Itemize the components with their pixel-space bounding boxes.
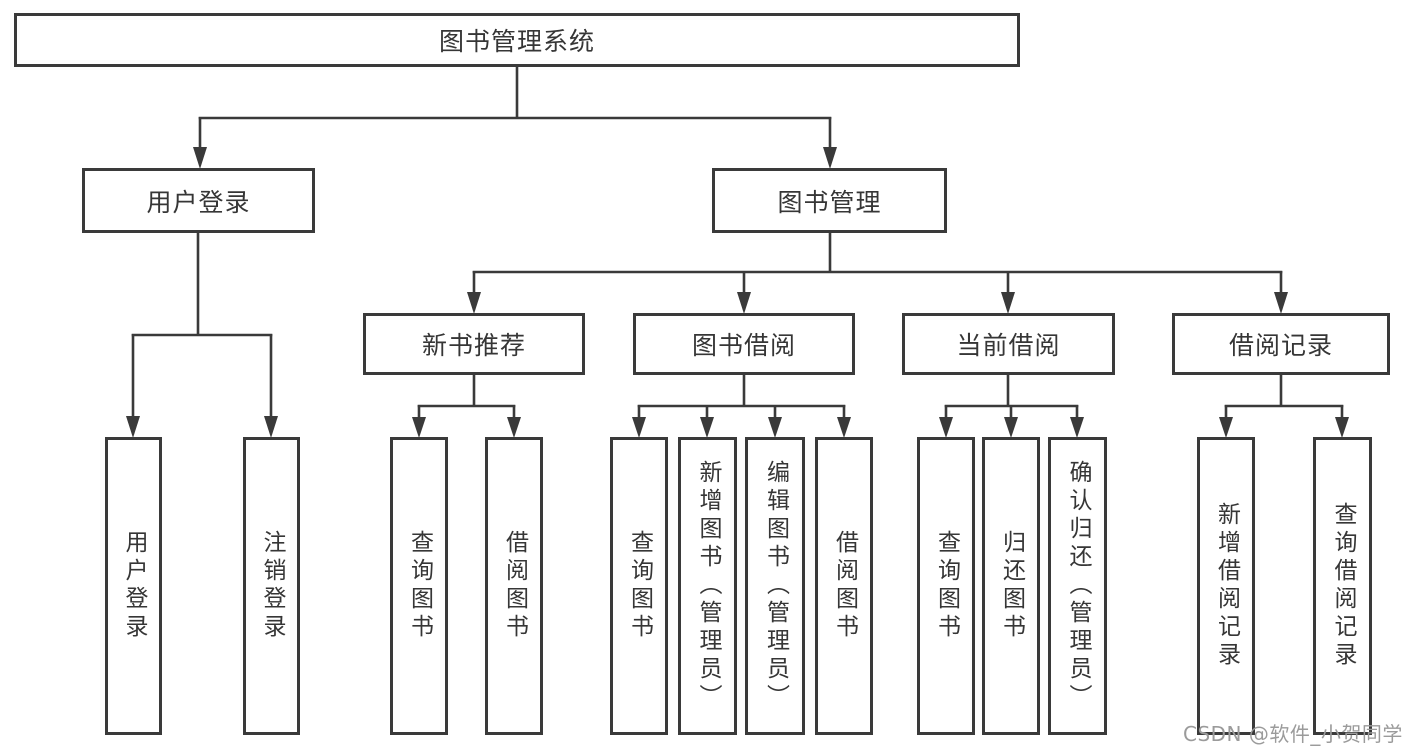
leaf-edit-books-admin: 编辑图书（管理员）	[745, 437, 805, 735]
leaf-logout: 注销登录	[243, 437, 300, 735]
leaf-borrow-books: 借阅图书	[815, 437, 873, 735]
node-user-login: 用户登录	[82, 168, 315, 233]
node-new-book-recommend: 新书推荐	[363, 313, 585, 375]
node-current-borrow: 当前借阅	[902, 313, 1115, 375]
node-book-management: 图书管理	[712, 168, 947, 233]
leaf-add-borrow-record: 新增借阅记录	[1197, 437, 1255, 735]
leaf-confirm-return-admin: 确认归还（管理员）	[1048, 437, 1107, 735]
leaf-query-books-current: 查询图书	[917, 437, 975, 735]
csdn-watermark: CSDN @软件_小贺同学	[1183, 722, 1403, 746]
leaf-query-books-recommend: 查询图书	[390, 437, 448, 735]
leaf-query-borrow-record: 查询借阅记录	[1313, 437, 1372, 735]
leaf-user-login: 用户登录	[105, 437, 162, 735]
node-borrow-records: 借阅记录	[1172, 313, 1390, 375]
node-library-system: 图书管理系统	[14, 13, 1020, 67]
leaf-borrow-books-recommend: 借阅图书	[485, 437, 543, 735]
leaf-return-books: 归还图书	[982, 437, 1040, 735]
leaf-query-books-borrow: 查询图书	[610, 437, 668, 735]
node-book-borrow: 图书借阅	[633, 313, 855, 375]
leaf-add-books-admin: 新增图书（管理员）	[678, 437, 737, 735]
